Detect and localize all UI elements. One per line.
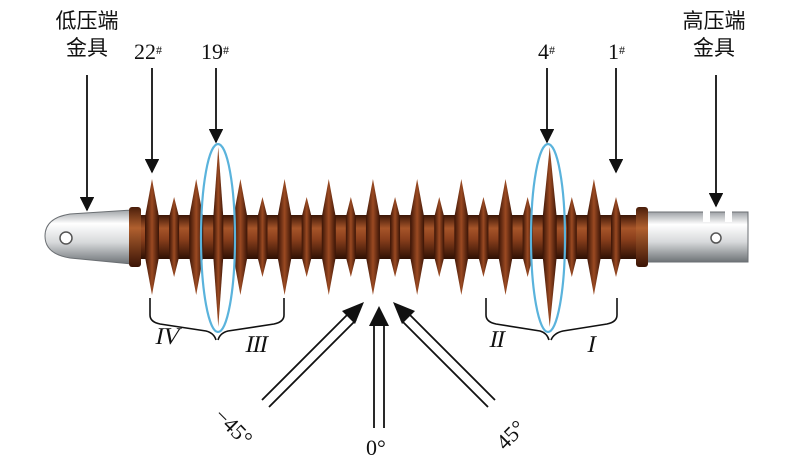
shed-4-mark: # xyxy=(549,43,555,57)
shed-16 xyxy=(277,179,292,295)
section-brackets xyxy=(149,298,618,341)
shed-18 xyxy=(233,179,248,295)
shed-1-mark: # xyxy=(619,43,625,57)
shed-group xyxy=(145,147,621,327)
low-fitting-line-1: 低压端 xyxy=(55,9,119,33)
shed-14 xyxy=(321,179,336,295)
shed-5 xyxy=(522,197,533,277)
low-fitting-line-2: 金具 xyxy=(66,36,108,60)
shed-3 xyxy=(566,197,577,277)
ring-at-shed-4 xyxy=(529,142,567,334)
angle-arrows xyxy=(261,302,496,428)
high-fitting-line-1: 高压端 xyxy=(682,9,746,33)
shed-10 xyxy=(410,179,425,295)
pointer-arrows xyxy=(79,68,724,212)
shed-19-label: 19# xyxy=(201,40,229,64)
shed-11 xyxy=(390,197,401,277)
arrow-0 xyxy=(369,306,389,428)
shed-9 xyxy=(434,197,445,277)
shed-13 xyxy=(345,197,356,277)
shed-21 xyxy=(169,197,180,277)
shed-4-number: 4 xyxy=(538,39,549,64)
angle-0-label: 0° xyxy=(366,435,386,460)
high-end-seal-collar xyxy=(636,207,648,267)
shed-7 xyxy=(478,197,489,277)
arrow-minus45 xyxy=(261,302,364,408)
shed-4 xyxy=(542,147,557,327)
shed-19-number: 19 xyxy=(201,39,223,64)
high-voltage-fitting-label: 高压端 金具 xyxy=(667,8,761,62)
shed-8 xyxy=(454,179,469,295)
shed-1-number: 1 xyxy=(608,39,619,64)
arrow-45 xyxy=(393,302,496,408)
high-voltage-end-fitting xyxy=(641,210,749,263)
bracket-II xyxy=(485,298,550,341)
bracket-IV xyxy=(149,298,217,341)
shed-1 xyxy=(611,197,621,277)
shed-4-label: 4# xyxy=(538,40,555,64)
low-voltage-end-fitting xyxy=(44,209,133,265)
ring-at-shed-19 xyxy=(199,142,237,334)
low-voltage-fitting-label: 低压端 金具 xyxy=(40,8,134,62)
shed-2 xyxy=(586,179,601,295)
shed-22-number: 22 xyxy=(134,39,156,64)
shed-22-mark: # xyxy=(156,43,162,57)
shed-17 xyxy=(257,197,268,277)
low-end-seal-collar xyxy=(129,207,141,267)
shed-22 xyxy=(145,179,159,295)
shed-15 xyxy=(301,197,312,277)
high-fitting-line-2: 金具 xyxy=(693,36,735,60)
bracket-I xyxy=(550,298,618,341)
shed-22-label: 22# xyxy=(134,40,162,64)
shed-6 xyxy=(498,179,513,295)
bracket-III xyxy=(217,298,285,341)
shed-19-mark: # xyxy=(223,43,229,57)
shed-1-label: 1# xyxy=(608,40,625,64)
shed-19 xyxy=(213,147,224,327)
shed-20 xyxy=(189,179,204,295)
shed-12 xyxy=(365,179,380,295)
